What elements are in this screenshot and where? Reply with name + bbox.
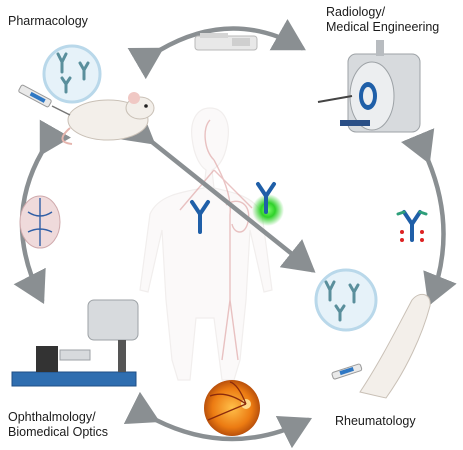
label-ophthalmology: Ophthalmology/ Biomedical Optics	[8, 410, 109, 439]
mouse-icon	[61, 92, 155, 145]
arrow-right	[401, 128, 457, 307]
arm-icon	[359, 293, 431, 399]
label-radiology: Radiology/ Medical Engineering	[326, 5, 440, 34]
rheumatology-syringe-icon	[331, 363, 363, 380]
optical-setup-icon	[11, 299, 139, 387]
arrow-top	[127, 18, 306, 80]
center-antibodies	[190, 182, 284, 234]
syringe-icon	[18, 84, 71, 116]
retina-fundus-icon	[204, 380, 260, 436]
rheumatology-magnifier	[314, 268, 378, 332]
label-pharmacology: Pharmacology	[8, 14, 88, 28]
label-rheumatology: Rheumatology	[335, 414, 416, 428]
cycle-arrows	[13, 18, 457, 449]
arrow-diagonal	[119, 111, 316, 273]
infusion-device-icon	[194, 33, 258, 51]
mri-scanner-icon	[317, 40, 421, 133]
arrow-bottom	[123, 391, 313, 449]
labeled-antibody-icon	[396, 210, 428, 242]
brain-icon	[19, 195, 61, 249]
pharmacology-magnifier	[42, 44, 102, 104]
